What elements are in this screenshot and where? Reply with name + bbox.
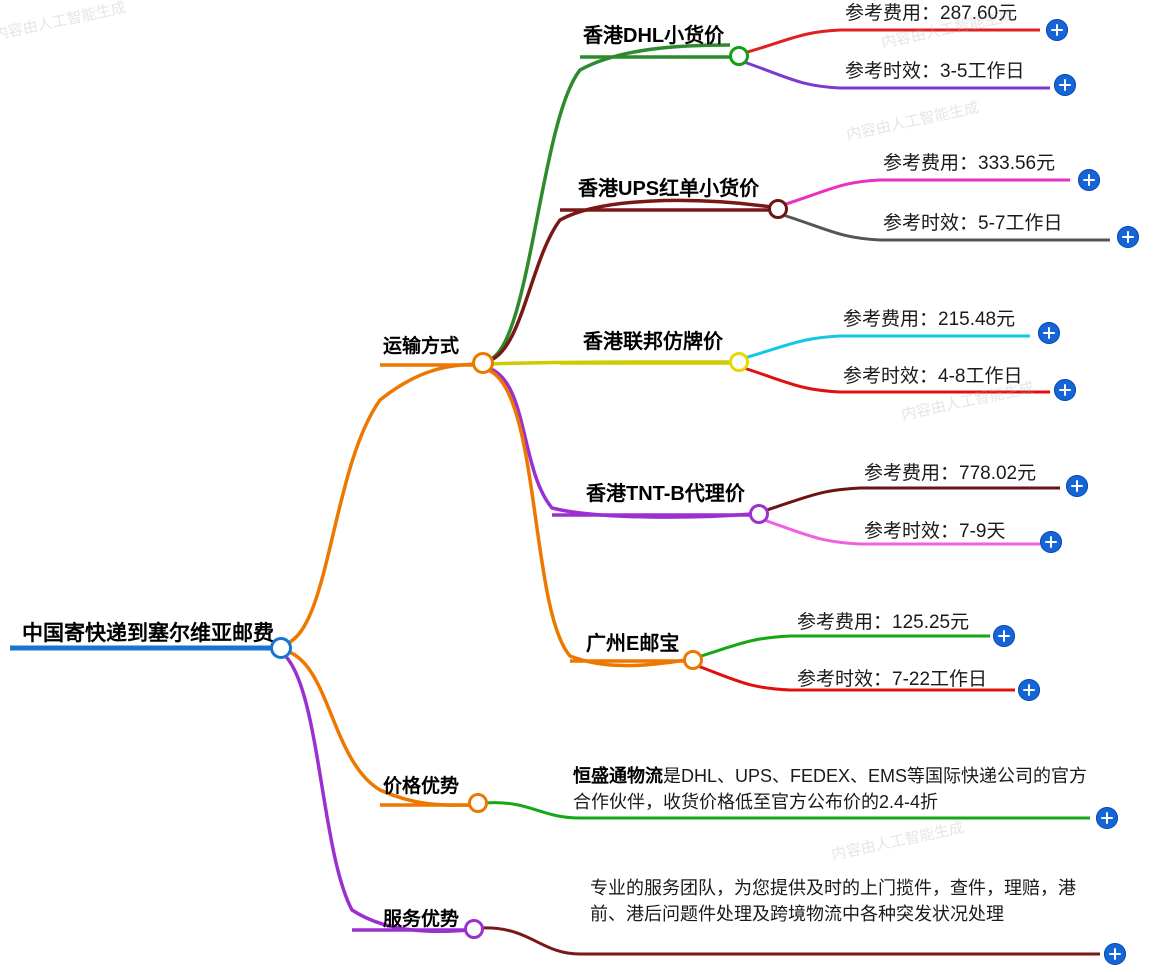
sub-label-epost: 广州E邮宝 <box>586 633 680 655</box>
watermark-top-left: 内容由人工智能生成 <box>0 0 128 44</box>
plus-button-dhl-fee[interactable] <box>1046 19 1068 41</box>
plus-button-service-note[interactable] <box>1104 943 1126 965</box>
leaf-label-fedex-fee: 参考费用：215.48元 <box>843 309 1016 330</box>
note-service-advantage: 专业的服务团队，为您提供及时的上门揽件，查件，理赔，港前、港后问题件处理及跨境物… <box>590 875 1095 927</box>
plus-button-epost-time[interactable] <box>1018 679 1040 701</box>
note-price-advantage: 恒盛通物流是DHL、UPS、FEDEX、EMS等国际快递公司的官方合作伙伴，收货… <box>573 763 1093 815</box>
sub-node-fedex[interactable] <box>729 352 749 372</box>
leaf-label-epost-fee: 参考费用：125.25元 <box>797 612 970 633</box>
leaf-label-fedex-time: 参考时效：4-8工作日 <box>843 366 1023 387</box>
sub-label-ups: 香港UPS红单小货价 <box>578 178 760 200</box>
branch-node-transport[interactable] <box>472 352 494 374</box>
plus-button-epost-fee[interactable] <box>993 625 1015 647</box>
sub-node-ups[interactable] <box>768 199 788 219</box>
link-service-note <box>480 926 1100 956</box>
plus-button-fedex-time[interactable] <box>1054 379 1076 401</box>
link-transport-dhl <box>487 43 731 362</box>
sub-label-fedex: 香港联邦仿牌价 <box>583 331 723 353</box>
plus-button-dhl-time[interactable] <box>1054 74 1076 96</box>
link-epost-fee <box>697 634 990 659</box>
link-root-transport <box>280 362 479 647</box>
leaf-label-epost-time: 参考时效：7-22工作日 <box>797 669 988 690</box>
root-node-dot[interactable] <box>270 637 292 659</box>
watermark-bottom: 内容由人工智能生成 <box>829 819 966 864</box>
plus-button-tnt-time[interactable] <box>1040 531 1062 553</box>
sub-label-dhl: 香港DHL小货价 <box>583 25 725 47</box>
link-ups-fee <box>782 178 1070 207</box>
leaf-label-ups-time: 参考时效：5-7工作日 <box>883 213 1063 234</box>
leaf-label-tnt-fee: 参考费用：778.02元 <box>864 463 1037 484</box>
sub-node-epost[interactable] <box>683 650 703 670</box>
branch-node-service[interactable] <box>464 919 484 939</box>
leaf-label-dhl-fee: 参考费用：287.60元 <box>845 3 1018 24</box>
sub-node-dhl[interactable] <box>729 46 749 66</box>
leaf-label-dhl-time: 参考时效：3-5工作日 <box>845 61 1025 82</box>
plus-button-fedex-fee[interactable] <box>1038 322 1060 344</box>
link-dhl-fee <box>743 28 1040 55</box>
note-service-text: 专业的服务团队，为您提供及时的上门揽件，查件，理赔，港前、港后问题件处理及跨境物… <box>590 878 1076 925</box>
leaf-label-ups-fee: 参考费用：333.56元 <box>883 153 1056 174</box>
link-transport-epost <box>487 368 687 668</box>
watermark-mid: 内容由人工智能生成 <box>844 99 981 144</box>
link-transport-fedex <box>487 360 731 366</box>
plus-button-tnt-fee[interactable] <box>1066 475 1088 497</box>
plus-button-ups-time[interactable] <box>1117 226 1139 248</box>
branch-node-price[interactable] <box>468 793 488 813</box>
sub-label-tnt: 香港TNT-B代理价 <box>586 483 745 505</box>
leaf-label-tnt-time: 参考时效：7-9天 <box>864 521 1006 542</box>
branch-label-service: 服务优势 <box>383 909 460 930</box>
branch-label-transport: 运输方式 <box>383 336 460 357</box>
plus-button-ups-fee[interactable] <box>1078 169 1100 191</box>
link-fedex-fee <box>743 334 1030 360</box>
plus-button-price-note[interactable] <box>1096 807 1118 829</box>
link-tnt-fee <box>763 486 1060 513</box>
note-price-strong: 恒盛通物流 <box>573 766 663 786</box>
root-node-label: 中国寄快递到塞尔维亚邮费 <box>22 622 274 645</box>
branch-label-price: 价格优势 <box>383 776 460 797</box>
note-price-text: 是DHL、UPS、FEDEX、EMS等国际快递公司的官方合作伙伴，收货价格低至官… <box>573 766 1088 813</box>
sub-node-tnt[interactable] <box>749 504 769 524</box>
